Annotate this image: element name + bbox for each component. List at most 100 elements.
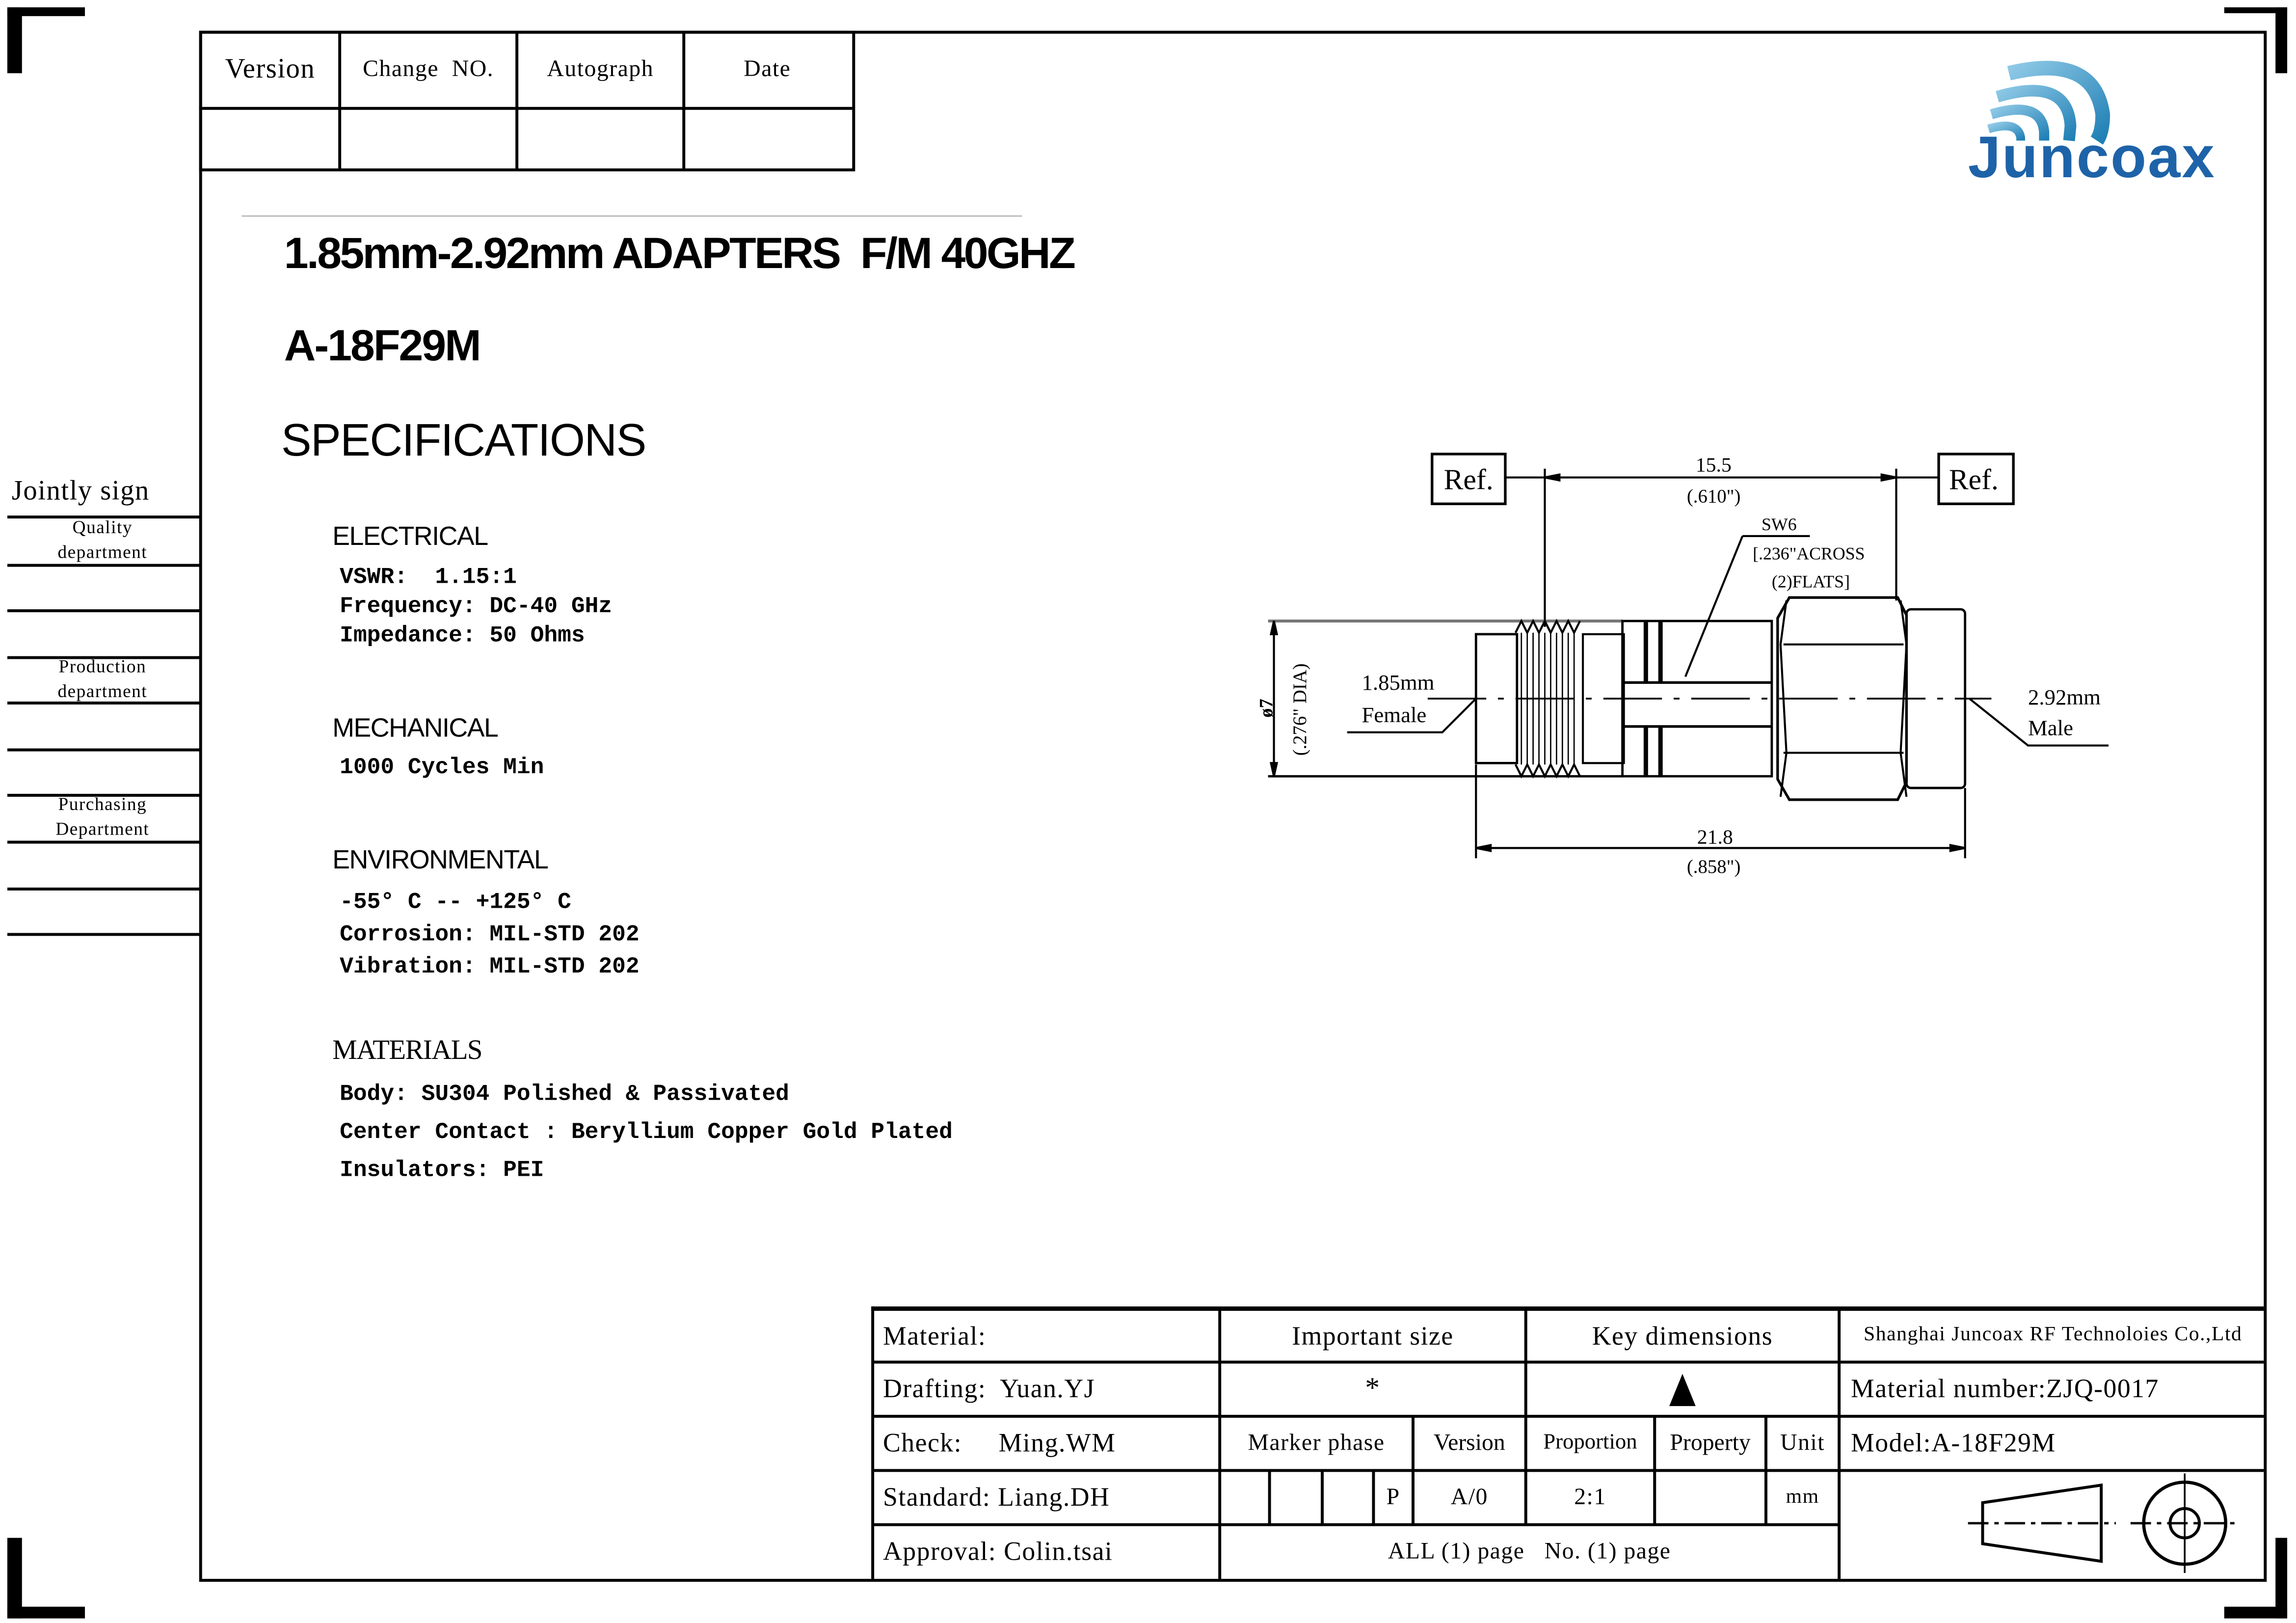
- divider: [199, 107, 853, 110]
- divider: [7, 609, 201, 613]
- male-size: 2.92mm: [2028, 685, 2101, 709]
- key-dimensions-header: Key dimensions: [1592, 1320, 1773, 1350]
- temperature-line: -55° C -- +125° C: [340, 889, 571, 916]
- divider: [873, 1523, 1840, 1526]
- divider: [7, 702, 201, 705]
- corner-mark-bl: [7, 1538, 22, 1619]
- material-number: Material number:ZJQ-0017: [1851, 1374, 2159, 1404]
- property-header: Property: [1670, 1430, 1751, 1456]
- body-material-line: Body: SU304 Polished & Passivated: [340, 1081, 789, 1108]
- product-title: 1.85mm-2.92mm ADAPTERS F/M 40GHZ: [284, 230, 1076, 278]
- title-block-border: [871, 1306, 2264, 1581]
- logo-arcs-icon: [1987, 60, 2110, 145]
- divider: [7, 515, 201, 519]
- revision-table-border: [199, 30, 855, 172]
- logo-text: Juncoax: [1968, 126, 2216, 190]
- corner-mark-bl-h: [7, 1606, 85, 1619]
- materials-heading: MATERIALS: [332, 1035, 482, 1066]
- divider: [1764, 1416, 1767, 1525]
- important-size-symbol: *: [1365, 1372, 1381, 1405]
- important-size-header: Important size: [1292, 1320, 1454, 1350]
- female-label: Female: [1362, 703, 1427, 727]
- specifications-heading: SPECIFICATIONS: [281, 414, 647, 466]
- divider: [1653, 1416, 1655, 1525]
- divider: [1268, 1470, 1271, 1525]
- divider: [7, 656, 201, 659]
- page-count: ALL (1) page No. (1) page: [1388, 1539, 1671, 1564]
- divider: [7, 933, 201, 936]
- corner-mark-tl-h: [7, 7, 85, 16]
- proportion-header: Proportion: [1543, 1431, 1637, 1455]
- divider: [7, 748, 201, 752]
- groove-lines: [1643, 621, 1663, 777]
- approval-field: Approval: Colin.tsai: [882, 1536, 1113, 1566]
- mechanical-heading: MECHANICAL: [332, 713, 499, 743]
- dim-bottom-mm: 21.8: [1697, 826, 1733, 848]
- arrow-icon: [1545, 473, 1896, 482]
- dim-top-inch: (.610"): [1687, 486, 1740, 507]
- hex-flats: [1779, 600, 1908, 797]
- divider: [873, 1469, 2264, 1472]
- divider: [515, 30, 519, 169]
- arrow-icon: [1269, 621, 1279, 777]
- model-number: Model:A-18F29M: [1851, 1428, 2056, 1458]
- diameter-label: ø7: [1256, 699, 1277, 718]
- company-logo: Juncoax: [1962, 55, 2241, 190]
- male-leader: [1969, 698, 2109, 747]
- production-department-label: Production department: [57, 656, 148, 702]
- title-rule: [241, 215, 1022, 217]
- marker-phase-value: P: [1386, 1484, 1400, 1510]
- divider: [7, 564, 201, 567]
- thread-profile: [1514, 619, 1581, 779]
- divider: [1524, 1308, 1527, 1525]
- divider: [1218, 1308, 1221, 1579]
- unit-header: Unit: [1780, 1430, 1825, 1456]
- corrosion-line: Corrosion: MIL-STD 202: [340, 921, 640, 948]
- sw-across: [.236"ACROSS: [1753, 544, 1865, 564]
- divider: [1321, 1470, 1323, 1525]
- check-field: Check: Ming.WM: [882, 1428, 1116, 1458]
- divider: [682, 30, 686, 169]
- insulators-line: Insulators: PEI: [340, 1157, 544, 1184]
- company-name: Shanghai Juncoax RF Technoloies Co.,Ltd: [1863, 1323, 2243, 1346]
- key-dimension-triangle-icon: [1527, 1364, 1838, 1415]
- corner-mark-tl: [7, 7, 22, 74]
- divider: [1838, 1308, 1840, 1579]
- revision-header-version: Version: [225, 54, 316, 85]
- ref-right-label: Ref.: [1949, 463, 1999, 495]
- divider: [1411, 1416, 1414, 1525]
- frequency-line: Frequency: DC-40 GHz: [340, 593, 613, 620]
- sw-leader: [1684, 536, 1744, 677]
- corner-mark-tr: [2275, 7, 2288, 74]
- model-title: A-18F29M: [284, 322, 481, 371]
- divider: [873, 1414, 2264, 1418]
- environmental-heading: ENVIRONMENTAL: [332, 845, 549, 875]
- dim-bottom-inch: (.858"): [1687, 856, 1740, 877]
- sheet-frame: [199, 30, 2267, 1582]
- vibration-line: Vibration: MIL-STD 202: [340, 953, 640, 980]
- divider: [7, 794, 201, 797]
- ref-box-left: [1431, 453, 1507, 505]
- female-size: 1.85mm: [1362, 670, 1435, 695]
- drafting-field: Drafting: Yuan.YJ: [882, 1374, 1095, 1404]
- standard-field: Standard: Liang.DH: [882, 1482, 1110, 1512]
- corner-mark-br: [2275, 1538, 2288, 1619]
- ref-box-right: [1937, 453, 2015, 505]
- jointly-sign-title: Jointly sign: [11, 476, 150, 507]
- revision-header-change-no: Change NO.: [363, 57, 494, 82]
- divider: [7, 887, 201, 891]
- arrow-icon: [1475, 843, 1966, 852]
- divider: [338, 30, 342, 169]
- revision-header-autograph: Autograph: [547, 57, 654, 82]
- dim-top-mm: 15.5: [1696, 454, 1732, 477]
- ref-left-label: Ref.: [1444, 463, 1494, 495]
- divider: [873, 1360, 2264, 1364]
- version-value: A/0: [1450, 1484, 1488, 1510]
- electrical-heading: ELECTRICAL: [332, 521, 488, 551]
- vswr-line: VSWR: 1.15:1: [340, 564, 517, 591]
- unit-value: mm: [1786, 1486, 1819, 1508]
- corner-mark-tr-h: [2224, 7, 2288, 13]
- center-contact-line: Center Contact : Beryllium Copper Gold P…: [340, 1119, 953, 1146]
- marker-phase-header: Marker phase: [1248, 1430, 1385, 1456]
